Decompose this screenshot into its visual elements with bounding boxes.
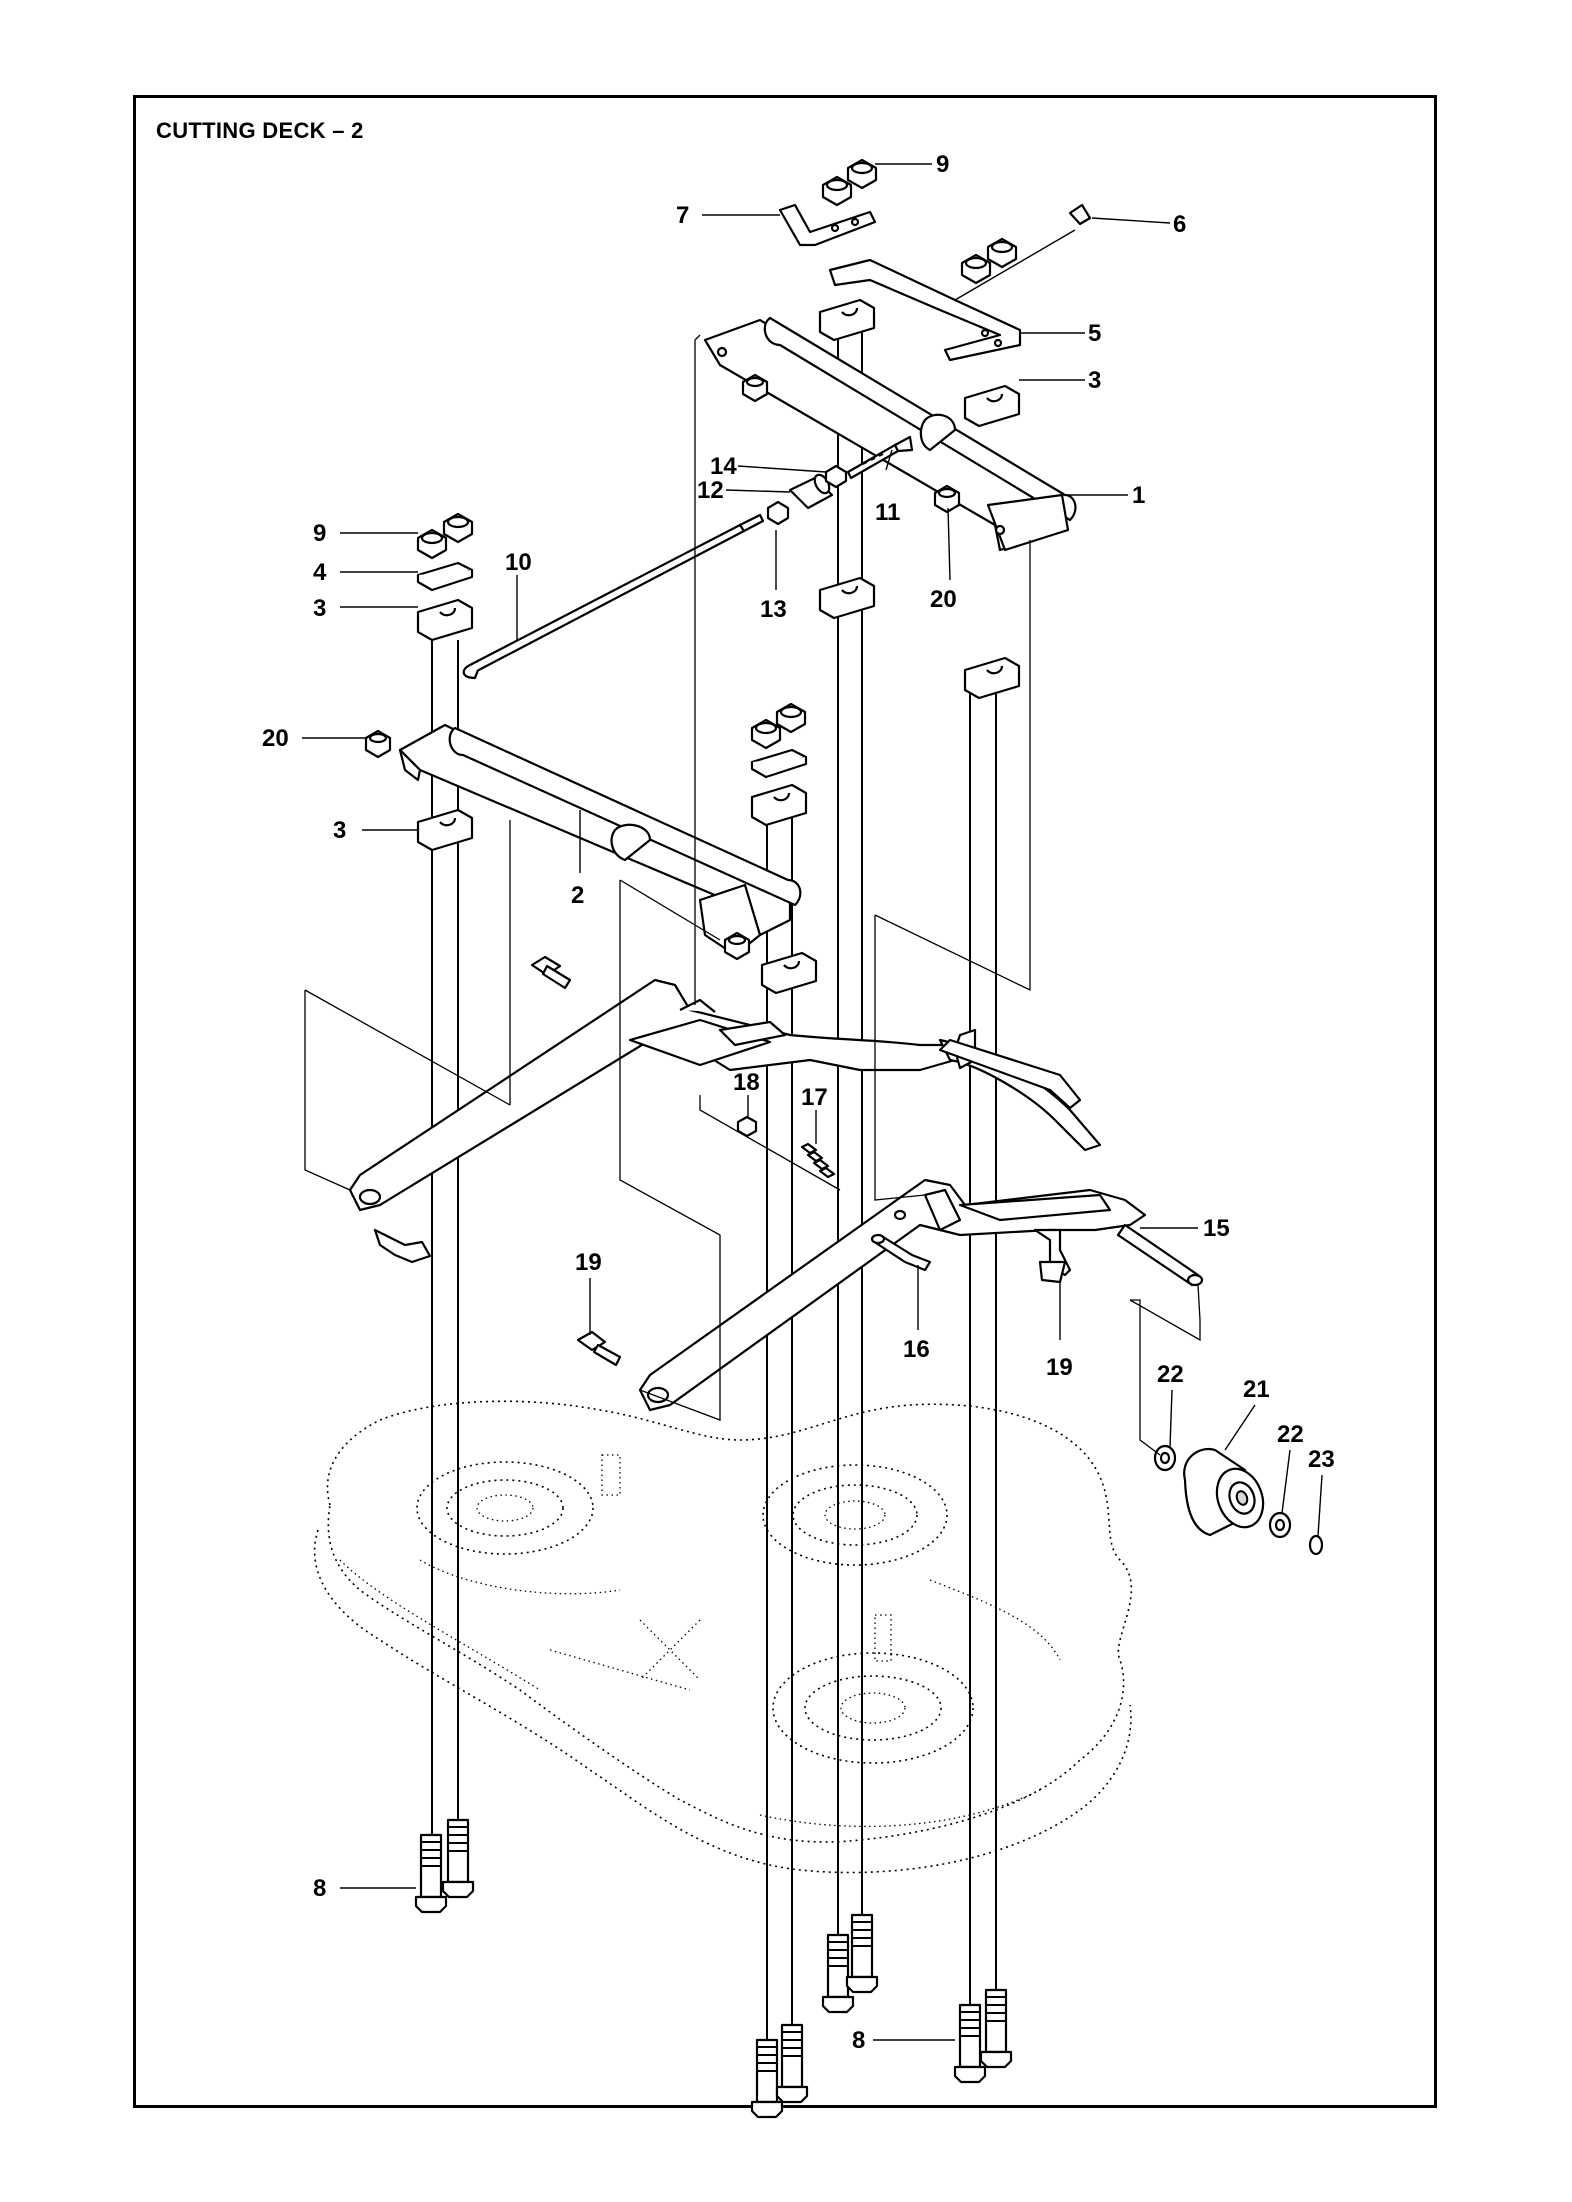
block-right-mid — [963, 656, 1021, 700]
assembly-brackets — [304, 334, 1201, 1456]
part-21-roller — [1183, 1447, 1265, 1537]
nut-20-left — [364, 729, 392, 759]
block-3-right — [963, 384, 1021, 428]
callout-20a: 20 — [262, 725, 289, 752]
callout-12: 12 — [697, 477, 724, 504]
plate-4-left — [416, 561, 474, 592]
bolt-19-top — [530, 955, 572, 990]
bolt-19-left — [576, 1330, 622, 1367]
nut-9-top-a — [821, 175, 853, 207]
part-16-pin[interactable] — [870, 1233, 932, 1272]
diagram-frame — [133, 95, 1437, 2108]
callout-8a: 8 — [313, 1875, 326, 1902]
part-2-lift-shaft[interactable] — [398, 723, 802, 957]
part-10-lift-rod[interactable] — [462, 513, 765, 680]
callout-6: 6 — [1173, 211, 1186, 238]
callout-17: 17 — [801, 1084, 828, 1111]
nut-9-left-a — [416, 528, 448, 560]
callout-22a: 22 — [1157, 1361, 1184, 1388]
block-3-left-bottom — [416, 808, 474, 852]
block-mid-bottom — [760, 951, 818, 995]
part-13-nut — [766, 500, 790, 526]
bolt-8-h — [979, 1988, 1013, 2069]
clamp-blocks[interactable] — [416, 298, 1021, 995]
nut-9-left-b — [442, 512, 474, 544]
part-17-spring[interactable] — [800, 1142, 836, 1179]
nut-9-right-b — [986, 237, 1018, 269]
block-upper-center — [818, 298, 876, 342]
callout-15: 15 — [1203, 1215, 1230, 1242]
part-22-washer-a — [1153, 1444, 1177, 1472]
callout-1: 1 — [1132, 482, 1145, 509]
flange-nuts-20[interactable] — [364, 373, 961, 961]
bolt-8-a — [414, 1833, 448, 1914]
nut-9-top-b — [846, 158, 878, 190]
lock-nuts[interactable] — [416, 158, 1018, 750]
callout-16: 16 — [903, 1336, 930, 1363]
bolt-8-f — [775, 2023, 809, 2104]
part-15-lift-arm[interactable] — [348, 978, 1204, 1412]
callout-13: 13 — [760, 596, 787, 623]
nut-lower-center — [723, 931, 751, 961]
callout-18: 18 — [733, 1069, 760, 1096]
callout-2: 2 — [571, 882, 584, 909]
callout-9b: 9 — [313, 520, 326, 547]
bolts-19[interactable] — [373, 955, 1072, 1367]
callout-8b: 8 — [852, 2027, 865, 2054]
bolt-19-lower-left — [373, 1228, 432, 1264]
callout-4: 4 — [313, 559, 327, 586]
page-title: CUTTING DECK – 2 — [156, 118, 364, 143]
callout-20b: 20 — [930, 586, 957, 613]
callout-5: 5 — [1088, 320, 1101, 347]
block-center-mid — [818, 576, 876, 620]
nut-9-mid-a — [750, 718, 782, 750]
bolt-8-c — [821, 1933, 855, 2014]
bolt-19-right — [1033, 1228, 1072, 1284]
part-11-rod — [846, 435, 914, 480]
bolt-8-e — [750, 2038, 784, 2119]
callout-23: 23 — [1308, 1446, 1335, 1473]
bolt-8-b — [441, 1818, 475, 1899]
callout-11: 11 — [875, 499, 900, 526]
callout-9a: 9 — [936, 151, 949, 178]
callout-22b: 22 — [1277, 1421, 1304, 1448]
block-3-left-top — [416, 598, 474, 642]
callout-3a: 3 — [1088, 367, 1101, 394]
part-5-bracket[interactable] — [828, 258, 1022, 362]
leader-lines — [302, 163, 1323, 2041]
callout-21: 21 — [1243, 1376, 1270, 1403]
callout-3c: 3 — [333, 817, 346, 844]
callout-7: 7 — [676, 202, 689, 229]
part-22-washer-b — [1268, 1511, 1292, 1539]
callout-labels: 1 2 3 3 3 4 5 6 7 8 8 9 9 10 11 12 13 14… — [262, 151, 1335, 2054]
callout-10: 10 — [505, 549, 532, 576]
roller-wheel[interactable] — [1153, 1444, 1324, 1556]
cutting-deck-outline — [313, 1400, 1133, 1874]
callout-19a: 19 — [575, 1249, 602, 1276]
nut-upper-center — [741, 373, 769, 403]
callout-14: 14 — [710, 453, 737, 480]
callout-3b: 3 — [313, 595, 326, 622]
plate-mid — [750, 748, 808, 779]
bolts-8[interactable] — [414, 1818, 1013, 2119]
nut-9-right-a — [960, 253, 992, 285]
part-6-clip[interactable] — [1068, 203, 1092, 226]
adjuster-assembly[interactable] — [766, 435, 914, 526]
block-mid-top — [750, 783, 808, 827]
bolt-8-g — [953, 2003, 987, 2084]
part-7-plate[interactable] — [778, 203, 877, 247]
part-14-nut — [824, 464, 848, 489]
nut-20-right — [933, 484, 961, 514]
bolt-8-d — [845, 1913, 879, 1994]
nut-9-mid-b — [775, 702, 807, 734]
part-23-clip — [1308, 1534, 1324, 1556]
callout-19b: 19 — [1046, 1354, 1073, 1381]
